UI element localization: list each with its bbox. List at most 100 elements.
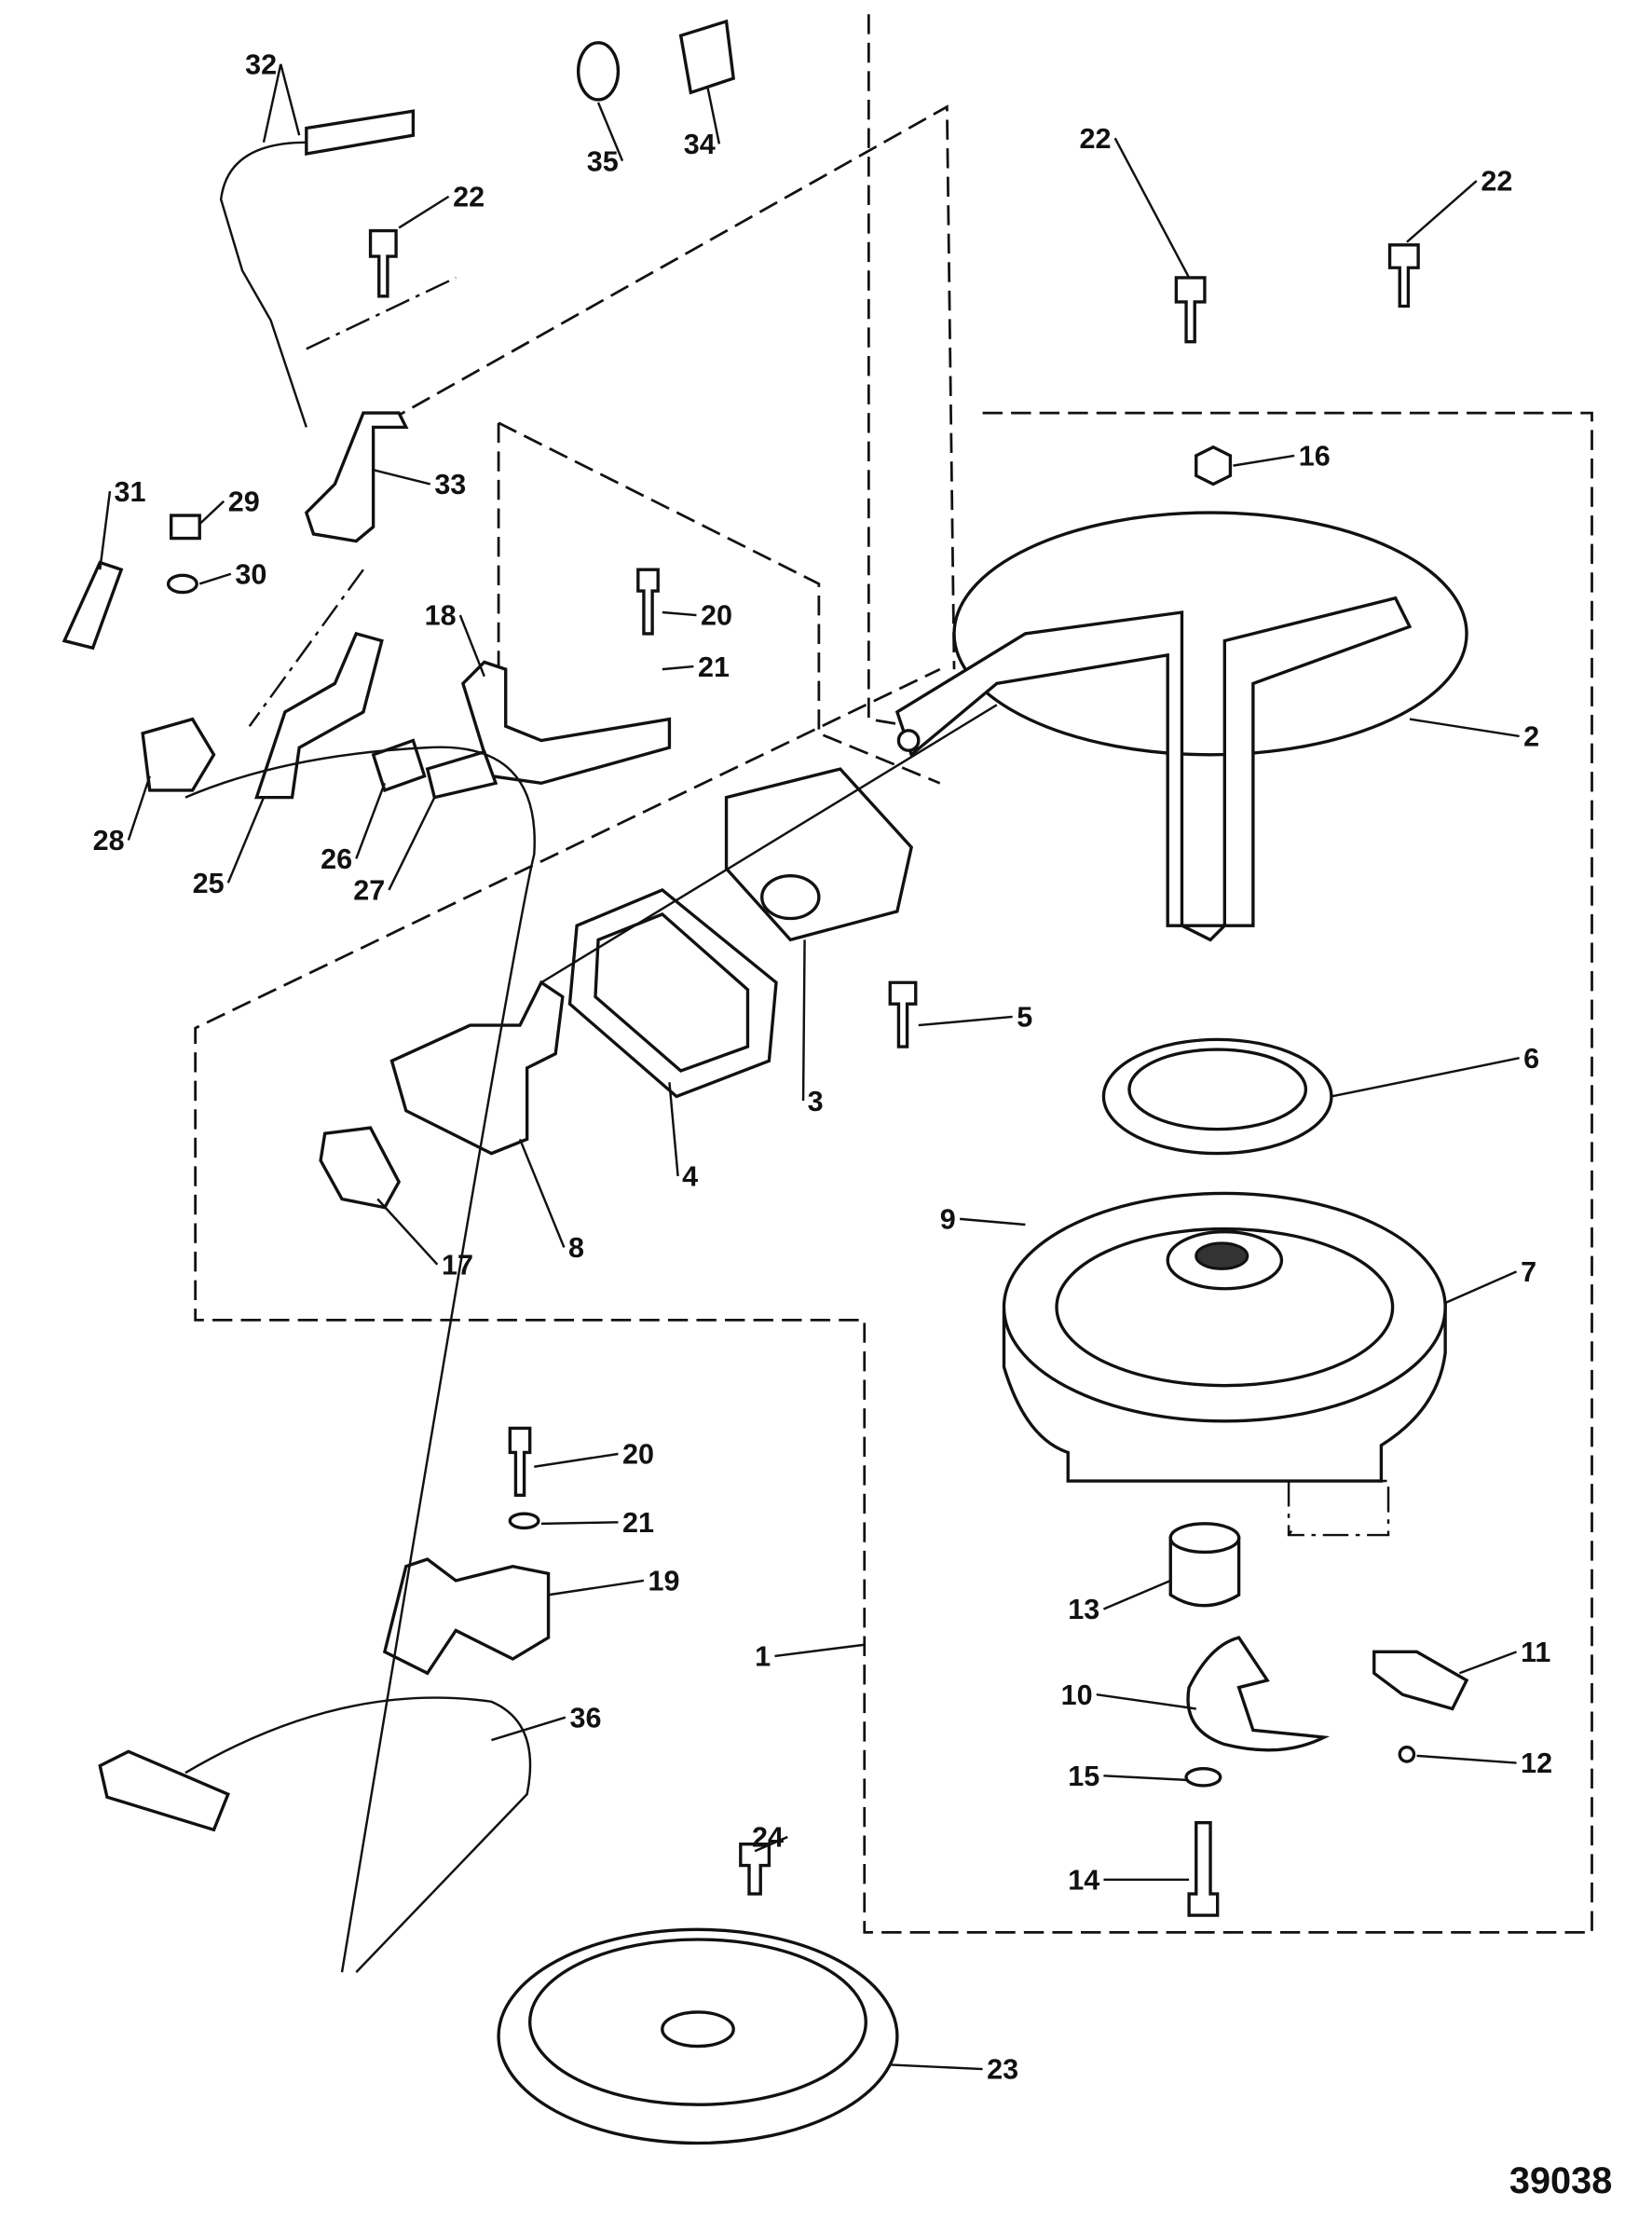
bolt-part-22-c <box>1387 243 1420 308</box>
callout-6: 6 <box>1331 1043 1539 1098</box>
callout-label: 5 <box>1017 1002 1032 1034</box>
callout-16: 16 <box>1233 441 1331 473</box>
lanyard-handle-part-36 <box>98 1749 230 1832</box>
callout-29: 29 <box>198 486 260 526</box>
construction-line <box>387 104 956 670</box>
bolt-part-20-lower <box>508 1426 532 1497</box>
washer-part-30 <box>166 573 198 595</box>
construction-line <box>248 276 1390 1537</box>
callout-1: 1 <box>755 1641 865 1673</box>
callout-11: 11 <box>1458 1637 1550 1675</box>
callout-label: 10 <box>1061 1679 1093 1711</box>
callout-label: 31 <box>115 476 146 508</box>
callout-label: 22 <box>1481 166 1512 198</box>
leader-line <box>458 614 485 678</box>
leader-line <box>890 2063 983 2071</box>
callout-label: 22 <box>1079 123 1111 155</box>
callout-label: 14 <box>1068 1865 1099 1897</box>
callout-label: 2 <box>1523 721 1539 753</box>
starter-rope <box>540 704 998 984</box>
callout-label: 17 <box>442 1249 473 1281</box>
leader-line <box>1331 1057 1520 1098</box>
leader-line <box>801 939 806 1102</box>
leader-line <box>1103 1775 1187 1782</box>
leader-line <box>262 63 282 144</box>
leader-line <box>1113 137 1191 279</box>
callout-label: 20 <box>622 1439 654 1471</box>
callout-8: 8 <box>518 1138 584 1264</box>
callout-30: 30 <box>198 558 266 590</box>
washer-part-15 <box>1184 1766 1222 1788</box>
callout-15: 15 <box>1068 1761 1187 1792</box>
callout-20: 20 <box>662 600 732 632</box>
leader-line <box>388 797 436 891</box>
callout-label: 27 <box>353 875 385 907</box>
callout-24: 24 <box>752 1822 788 1854</box>
callout-26: 26 <box>321 782 386 875</box>
leader-line <box>1233 454 1295 467</box>
clamp-part-28 <box>141 717 216 792</box>
callout-label: 29 <box>228 486 260 518</box>
link-part-31 <box>61 560 124 651</box>
construction-line <box>867 14 912 728</box>
recoil-housing-part-2 <box>894 511 1468 942</box>
handle-bracket-part-3 <box>724 767 914 942</box>
leader-line <box>226 797 266 884</box>
callout-4: 4 <box>668 1082 698 1193</box>
callout-13: 13 <box>1068 1579 1171 1625</box>
callout-9: 9 <box>940 1204 1026 1236</box>
leader-line <box>662 610 697 617</box>
bolt-part-22-b <box>1174 276 1207 344</box>
leader-line <box>1406 180 1478 243</box>
callout-label: 19 <box>649 1566 680 1597</box>
leader-line <box>596 102 624 162</box>
leader-line <box>355 782 386 859</box>
callout-21: 21 <box>662 651 730 683</box>
callout-label: 30 <box>235 558 266 590</box>
callout-36: 36 <box>491 1702 601 1742</box>
screw-part-29 <box>169 514 201 541</box>
insert-part-17 <box>319 1126 402 1210</box>
callout-2: 2 <box>1409 718 1539 753</box>
leader-line <box>518 1138 566 1248</box>
callout-label: 20 <box>701 600 732 632</box>
callout-34: 34 <box>684 88 721 160</box>
leader-line <box>376 1198 439 1266</box>
washer-part-21 <box>508 1512 540 1530</box>
screw-part-5 <box>888 980 918 1048</box>
callout-label: 35 <box>587 145 619 177</box>
callout-14: 14 <box>1068 1865 1190 1897</box>
callout-label: 16 <box>1299 441 1331 473</box>
leader-line <box>1096 1692 1196 1710</box>
leader-line <box>99 490 112 570</box>
callout-label: 28 <box>93 825 125 856</box>
choke-cable-part-32 <box>219 141 307 428</box>
screw-part-27 <box>425 749 498 800</box>
sleeve-part-34 <box>678 19 736 95</box>
callout-21: 21 <box>540 1507 654 1539</box>
callout-19: 19 <box>548 1566 680 1597</box>
leader-line <box>198 500 225 526</box>
bracket-part-18 <box>460 660 672 786</box>
leader-line <box>280 63 301 136</box>
callout-20: 20 <box>534 1439 654 1471</box>
stop-switch-lanyard-part-36 <box>184 746 536 1973</box>
screw-part-24 <box>739 1842 771 1896</box>
figure-number: 39038 <box>1509 2160 1612 2201</box>
leader-line <box>1102 1579 1171 1610</box>
nut-part-16 <box>1195 445 1233 486</box>
callout-label: 22 <box>453 182 485 213</box>
callout-27: 27 <box>353 797 436 907</box>
e-ring-part-12 <box>1398 1746 1416 1763</box>
kit-boundary-dashed <box>194 411 1593 1934</box>
callout-label: 7 <box>1521 1256 1536 1288</box>
callout-35: 35 <box>587 102 624 177</box>
callout-label: 8 <box>568 1232 584 1264</box>
bracket-part-19 <box>382 1557 551 1676</box>
callout-label: 13 <box>1068 1594 1099 1625</box>
leader-line <box>662 665 694 671</box>
callout-label: 12 <box>1521 1747 1552 1779</box>
pawl-plate-part-10 <box>1186 1636 1331 1752</box>
cable-end-part-32 <box>305 109 416 157</box>
